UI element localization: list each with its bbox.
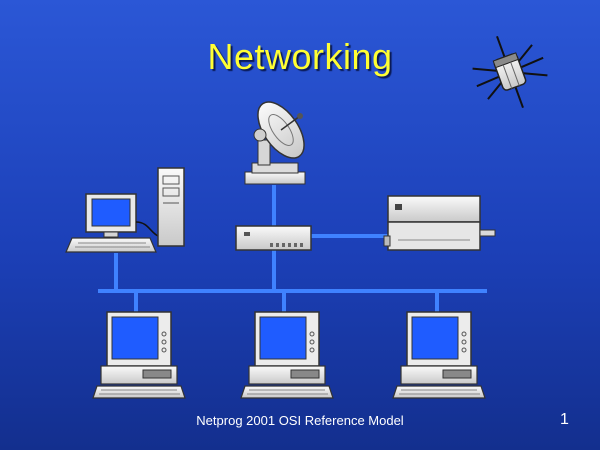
printer-icon (383, 195, 496, 251)
network-hub-icon (235, 225, 312, 251)
workstation-icon (392, 311, 486, 399)
page-number: 1 (560, 411, 569, 428)
network-lines (98, 185, 487, 312)
workstation-icon (240, 311, 334, 399)
tower-case-icon (157, 167, 185, 247)
satellite-icon (472, 35, 548, 109)
satellite-dish-icon (244, 101, 306, 185)
desktop-computer-icon (65, 193, 159, 253)
workstations (92, 311, 486, 399)
slide-title: Networking (207, 36, 393, 77)
slide-footer: Netprog 2001 OSI Reference Model (196, 413, 404, 428)
workstation-icon (92, 311, 186, 399)
